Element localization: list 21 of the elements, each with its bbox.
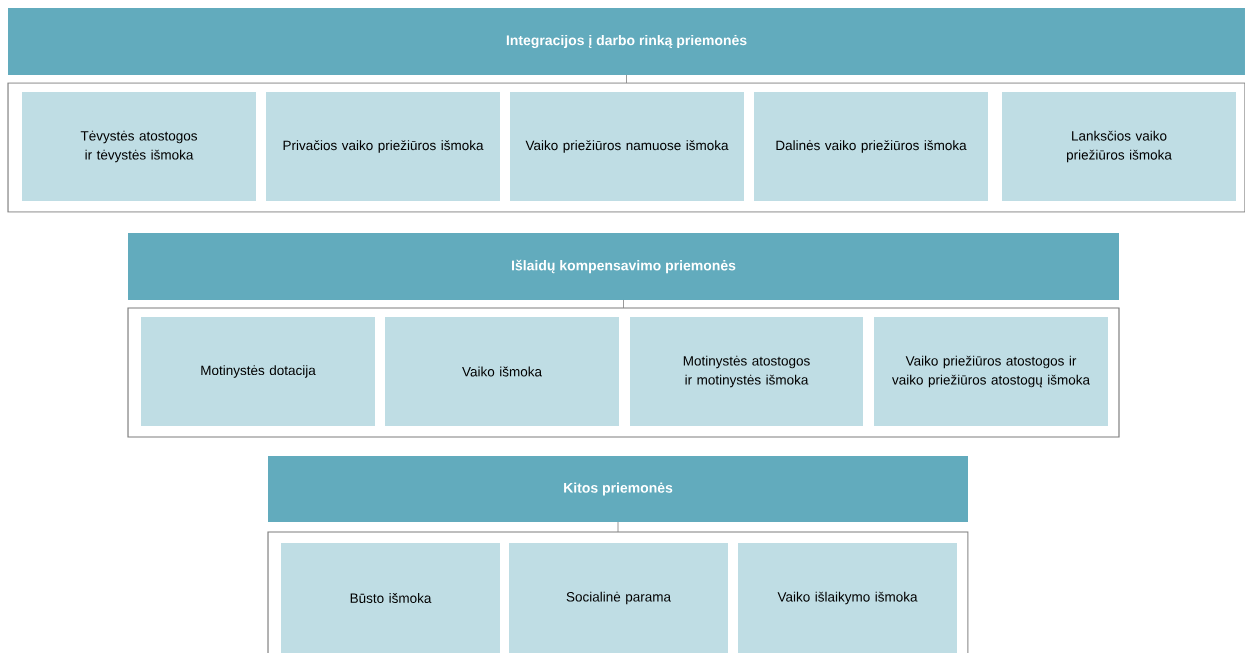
measure-box: Vaiko priežiūros atostogos ir vaiko priežiūros atostogų išmoka — [874, 317, 1108, 426]
measure-box: Motinystės atostogos ir motinystės išmoka — [630, 317, 863, 426]
measure-box: Vaiko išmoka — [385, 317, 619, 426]
category-header: Integracijos į darbo rinką priemonės — [8, 8, 1245, 75]
measure-box: Vaiko priežiūros namuose išmoka — [510, 92, 744, 201]
connector-line — [617, 521, 619, 533]
measure-box: Privačios vaiko priežiūros išmoka — [266, 92, 500, 201]
measure-box: Būsto išmoka — [281, 543, 500, 653]
measure-box: Socialinė parama — [509, 543, 728, 653]
group-frame — [267, 531, 969, 653]
measure-box: Dalinės vaiko priežiūros išmoka — [754, 92, 988, 201]
group-frame — [7, 82, 1245, 213]
measure-box: Motinystės dotacija — [141, 317, 375, 426]
measure-box: Tėvystės atostogos ir tėvystės išmoka — [22, 92, 256, 201]
group-frame — [127, 307, 1120, 438]
connector-line — [626, 74, 627, 84]
connector-line — [623, 299, 624, 309]
measure-box: Lanksčios vaiko priežiūros išmoka — [1002, 92, 1236, 201]
category-header: Išlaidų kompensavimo priemonės — [128, 233, 1119, 300]
measure-box: Vaiko išlaikymo išmoka — [738, 543, 957, 653]
category-header: Kitos priemonės — [268, 456, 968, 522]
